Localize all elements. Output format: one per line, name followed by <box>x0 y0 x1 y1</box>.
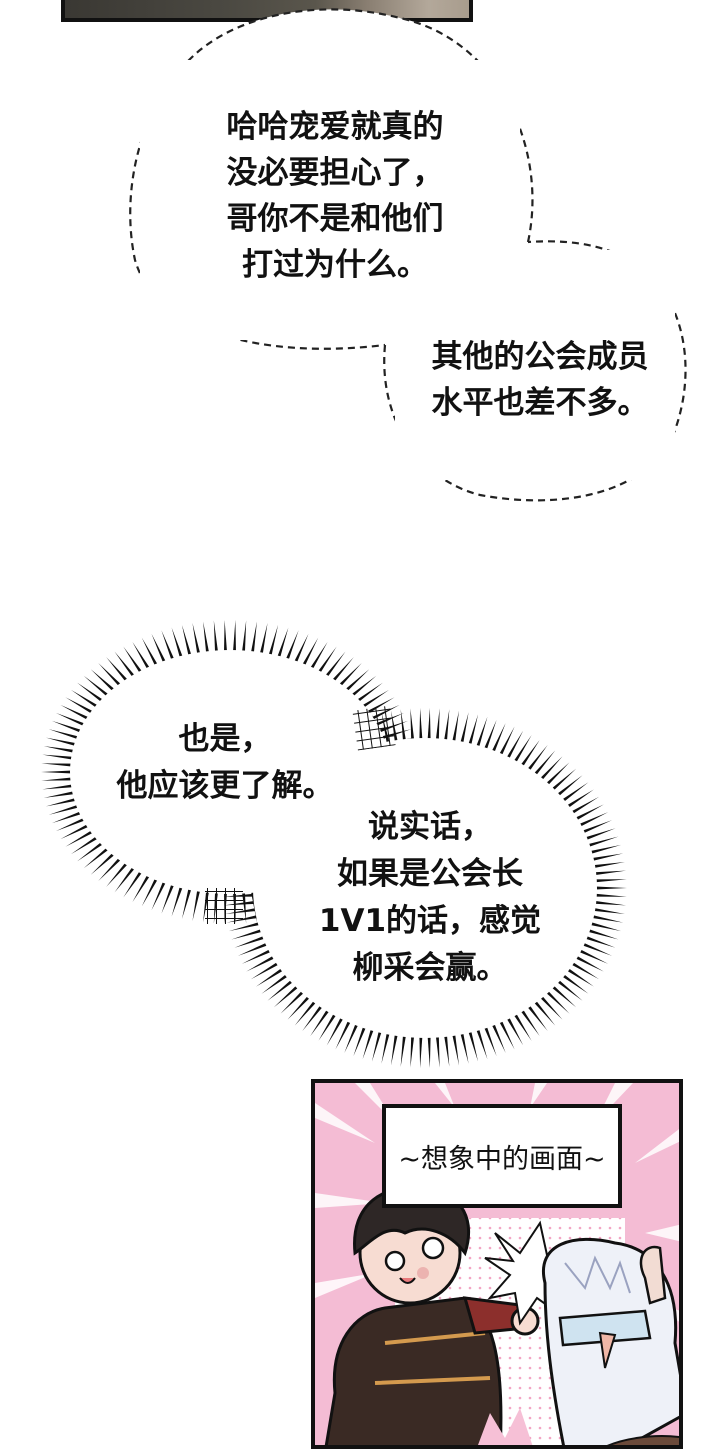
bubble-text-spiky-left: 也是， 他应该更了解。 <box>116 721 334 804</box>
bubble-text-spiky-right: 说实话， 如果是公会长 1V1的话，感觉 柳采会赢。 <box>318 809 542 986</box>
halftone-grid-top <box>352 705 396 751</box>
imagination-panel <box>311 1079 683 1449</box>
character-dark-hair <box>324 1185 540 1445</box>
caption-text: ~想象中的画面~ <box>398 1143 606 1175</box>
bubble-text-dashed-left: 哈哈宠爱就真的 没必要担心了， 哥你不是和他们 打过为什么。 <box>226 109 444 283</box>
bubble-text-dashed-right: 其他的公会成员 水平也差不多。 <box>431 339 649 421</box>
caption-box: ~想象中的画面~ <box>382 1104 622 1208</box>
panel-art <box>315 1083 679 1445</box>
halftone-grid-bottom <box>205 888 243 924</box>
character-white-hair <box>542 1237 679 1445</box>
